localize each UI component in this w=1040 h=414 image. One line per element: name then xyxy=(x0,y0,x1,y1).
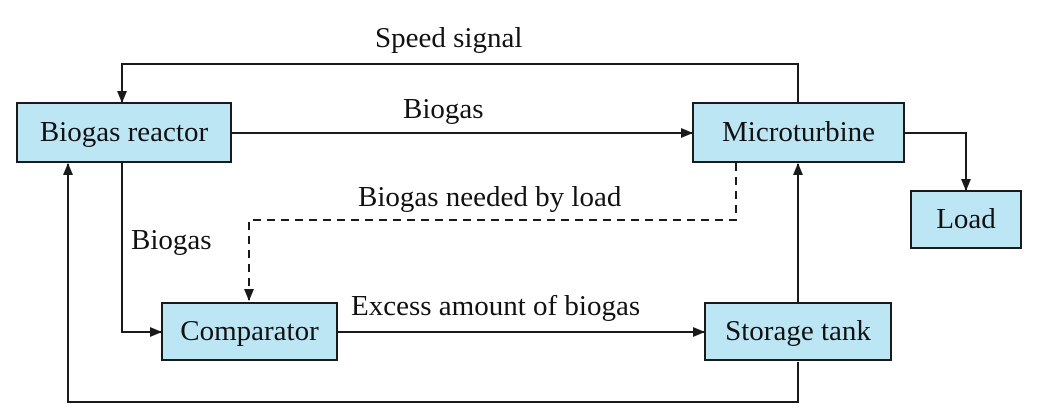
biogas-needed-arrow xyxy=(244,163,737,301)
biogas-left-arrow xyxy=(121,163,162,337)
speed-signal-label: Speed signal xyxy=(375,22,523,54)
load-box: Load xyxy=(910,190,1022,249)
storage-tank-box: Storage tank xyxy=(704,302,892,361)
biogas-top-label: Biogas xyxy=(403,93,484,125)
biogas-needed-label: Biogas needed by load xyxy=(358,181,622,213)
excess-biogas-label: Excess amount of biogas xyxy=(351,290,641,322)
storage-to-reactor-arrow xyxy=(63,163,799,403)
speed-signal-arrow xyxy=(117,63,799,103)
microturbine-box: Microturbine xyxy=(692,102,905,163)
comparator-box: Comparator xyxy=(161,302,338,361)
biogas-reactor-box: Biogas reactor xyxy=(16,102,232,163)
load-arrow xyxy=(905,132,971,191)
biogas-left-label: Biogas xyxy=(131,224,212,256)
